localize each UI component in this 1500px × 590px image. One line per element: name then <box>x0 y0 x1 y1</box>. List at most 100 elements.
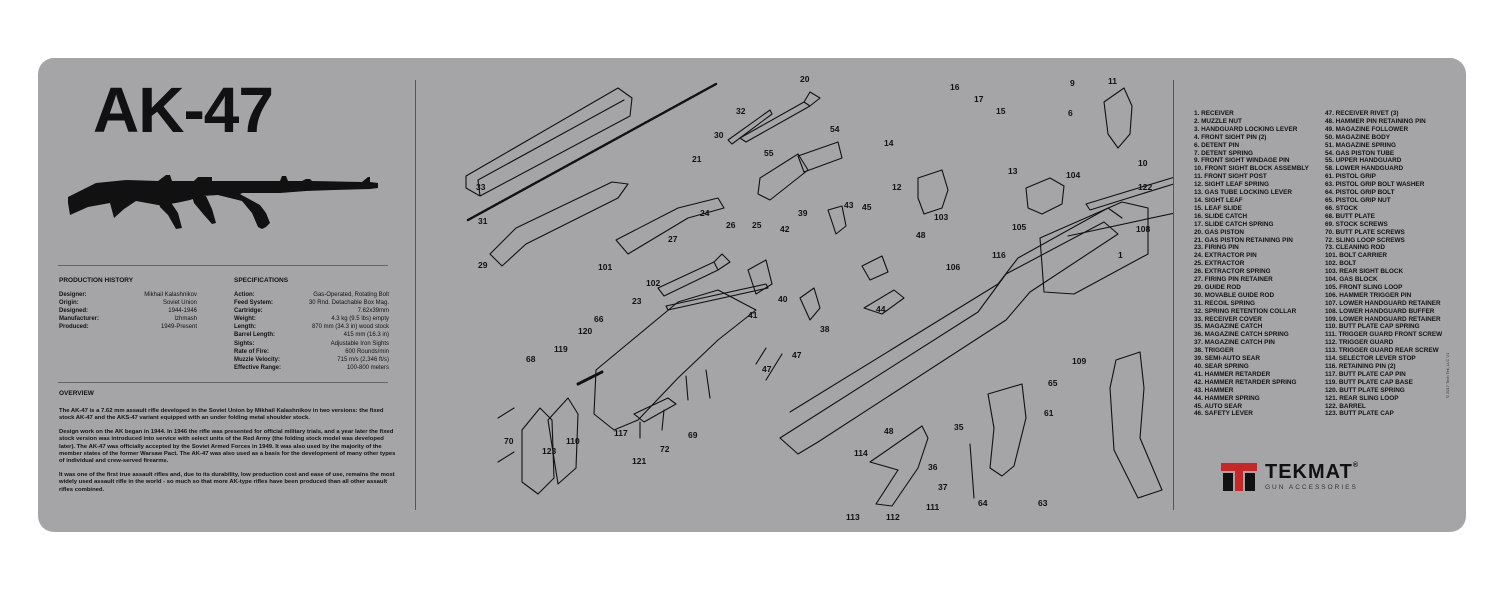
table-row: Weight:4.3 kg (9.5 lbs) empty <box>234 315 389 323</box>
butt-plate-cap-part <box>547 397 579 485</box>
callout-label: 43 <box>844 200 854 210</box>
table-row: Designer:Mikhail Kalashnikov <box>59 291 197 299</box>
part-list-item: 23. FIRING PIN <box>1194 244 1239 252</box>
part-list-item: 114. SELECTOR LEVER STOP <box>1325 355 1416 363</box>
callout-label: 10 <box>1138 158 1148 168</box>
part-list-item: 122. BARREL <box>1325 402 1366 410</box>
production-history-heading: PRODUCTION HISTORY <box>59 277 134 284</box>
part-list-item: 6. DETENT PIN <box>1194 141 1240 149</box>
part-list-item: 113. TRIGGER GUARD REAR SCREW <box>1325 347 1439 355</box>
callout-label: 102 <box>646 278 660 288</box>
table-row: Cartridge:7.62x39mm <box>234 307 389 315</box>
table-row: Effective Range:100-800 meters <box>234 364 389 372</box>
callout-label: 69 <box>688 430 698 440</box>
movable-guide-rod-part <box>727 109 773 145</box>
field-label: Designed: <box>59 308 89 315</box>
field-label: Muzzle Velocity: <box>234 356 281 363</box>
part-list-item: 117. BUTT PLATE CAP PIN <box>1325 370 1406 378</box>
callout-label: 70 <box>504 436 514 446</box>
callout-label: 9 <box>1070 78 1075 88</box>
callout-label: 39 <box>798 208 808 218</box>
part-list-item: 46. SAFETY LEVER <box>1194 410 1253 418</box>
part-list-item: 12. SIGHT LEAF SPRING <box>1194 181 1269 189</box>
page-title: AK-47 <box>93 74 274 146</box>
production-history-table: Designer:Mikhail Kalashnikov Origin:Sovi… <box>59 291 197 331</box>
brand-name: TEKMAT <box>1265 461 1353 483</box>
part-list-item: 73. CLEANING ROD <box>1325 244 1386 252</box>
table-row: Produced:1949-Present <box>59 323 197 331</box>
callout-label: 31 <box>478 216 488 226</box>
part-list-item: 47. RECEIVER RIVET (3) <box>1325 110 1399 117</box>
callout-label: 122 <box>1138 182 1152 192</box>
receiver-cover-part <box>465 87 633 197</box>
part-list-item: 111. TRIGGER GUARD FRONT SCREW <box>1325 331 1443 339</box>
table-row: Manufacturer:Izhmash <box>59 315 197 323</box>
callout-label: 120 <box>578 326 592 336</box>
callout-label: 26 <box>726 220 736 230</box>
divider <box>58 265 388 266</box>
part-list-item: 108. LOWER HANDGUARD BUFFER <box>1325 307 1435 315</box>
callout-label: 116 <box>992 250 1006 260</box>
part-list-item: 32. SPRING RETENTION COLLAR <box>1194 307 1297 315</box>
part-list-item: 65. PISTOL GRIP NUT <box>1325 196 1391 204</box>
callout-label: 17 <box>974 94 984 104</box>
callout-label: 45 <box>862 202 872 212</box>
part-list-item: 72. SLING LOOP SCREWS <box>1325 236 1405 244</box>
divider <box>58 382 388 383</box>
callout-labels: 1346789101112131415161720212324252627293… <box>476 74 1152 522</box>
part-list-item: 116. RETAINING PIN (2) <box>1325 363 1396 370</box>
field-label: Produced: <box>59 324 89 331</box>
field-value: Gas-Operated, Rotating Bolt <box>313 292 389 298</box>
field-value: 30 Rnd. Detachable Box Mag. <box>308 300 389 307</box>
part-list-item: 101. BOLT CARRIER <box>1325 252 1388 260</box>
part-list-item: 104. GAS BLOCK <box>1325 276 1378 284</box>
field-label: Feed System: <box>234 300 274 307</box>
part-list-item: 29. GUIDE ROD <box>1194 283 1241 291</box>
callout-label: 113 <box>846 512 860 522</box>
callout-label: 14 <box>884 138 894 148</box>
callout-label: 44 <box>876 304 886 314</box>
butt-plate-spring-part <box>576 370 604 386</box>
divider <box>1173 80 1174 510</box>
rear-sling-loop-part <box>633 397 677 439</box>
stock-part <box>593 289 757 431</box>
overview-paragraph: It was one of the first true assault rif… <box>59 471 395 493</box>
part-list-item: 106. HAMMER TRIGGER PIN <box>1325 291 1412 299</box>
callout-label: 32 <box>736 106 746 116</box>
exploded-parts-diagram: 1346789101112131415161720212324252627293… <box>465 74 1173 522</box>
field-value: 100-800 meters <box>346 364 389 371</box>
part-list-item: 16. SLIDE CATCH <box>1194 212 1248 220</box>
brand-tagline: GUN ACCESSORIES <box>1265 484 1358 491</box>
field-value: 7.62x39mm <box>357 308 389 315</box>
callout-label: 110 <box>566 436 580 446</box>
callout-label: 47 <box>762 364 772 374</box>
part-list-item: 10. FRONT SIGHT BLOCK ASSEMBLY <box>1194 165 1309 173</box>
part-list-item: 21. GAS PISTON RETAINING PIN <box>1194 236 1293 244</box>
callout-label: 38 <box>820 324 830 334</box>
table-row: Feed System: 30 Rnd. Detachable Box Mag. <box>234 299 389 307</box>
parts-list-col2: 47. RECEIVER RIVET (3)48. HAMMER PIN RET… <box>1325 110 1442 418</box>
part-list-item: 63. PISTOL GRIP BOLT WASHER <box>1325 181 1425 189</box>
overview-heading: OVERVIEW <box>59 390 94 397</box>
upper-handguard-part <box>757 153 809 201</box>
specifications-table: Action:Gas-Operated, Rotating Bolt Feed … <box>234 291 389 372</box>
part-list-item: 2. MUZZLE NUT <box>1194 117 1242 125</box>
part-list-item: 11. FRONT SIGHT POST <box>1194 173 1267 181</box>
part-list-item: 109. LOWER HANDGUARD RETAINER <box>1325 315 1441 323</box>
callout-label: 109 <box>1072 356 1086 366</box>
brand-reg-mark: ® <box>1352 462 1360 469</box>
field-label: Barrel Length: <box>234 332 276 339</box>
callout-label: 111 <box>926 502 940 512</box>
callout-label: 55 <box>764 148 774 158</box>
part-list-item: 24. EXTRACTOR PIN <box>1194 252 1257 260</box>
callout-label: 29 <box>478 260 488 270</box>
callout-label: 48 <box>884 426 894 436</box>
part-list-item: 13. GAS TUBE LOCKING LEVER <box>1194 189 1293 197</box>
callout-label: 11 <box>1108 76 1117 86</box>
callout-label: 104 <box>1066 170 1080 180</box>
receiver-part <box>779 207 1123 455</box>
callout-label: 68 <box>526 354 536 364</box>
part-list-item: 58. LOWER HANDGUARD <box>1325 165 1404 173</box>
field-value: 4.3 kg (9.5 lbs) empty <box>331 316 389 323</box>
